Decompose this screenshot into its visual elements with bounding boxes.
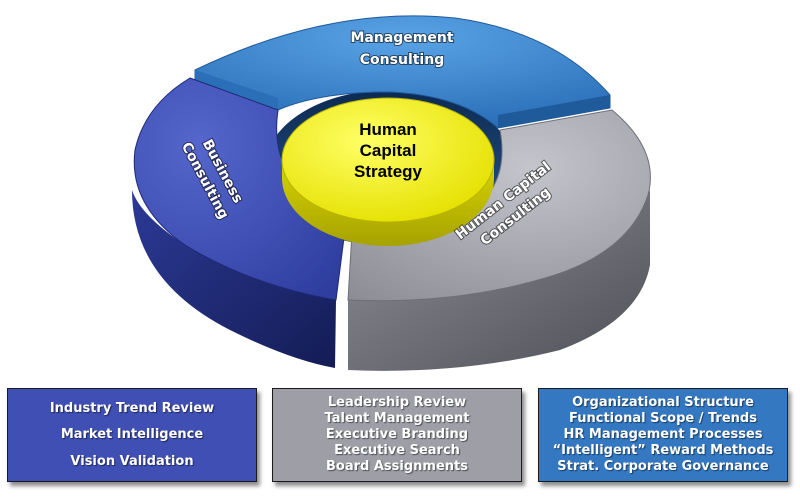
human-capital-item: Executive Branding (325, 427, 469, 442)
hub-label-line2: Capital (360, 141, 417, 160)
segment-human-capital-side (348, 190, 650, 371)
human-capital-item: Talent Management (324, 411, 470, 426)
human-capital-services-box: Leadership Review Talent Management Exec… (272, 388, 522, 482)
human-capital-item: Executive Search (334, 443, 460, 458)
segment-management-rim (498, 95, 610, 128)
management-item: Organizational Structure (572, 395, 754, 410)
management-item: HR Management Processes (563, 427, 763, 442)
management-label-line1: Management (350, 30, 453, 46)
human-capital-item: Leadership Review (327, 395, 467, 410)
management-services-box: Organizational Structure Functional Scop… (538, 388, 788, 482)
hub-top (281, 97, 495, 223)
management-label-line2: Consulting (360, 52, 444, 68)
hub-label-line3: Strategy (354, 162, 423, 181)
consulting-ring-diagram: Management Consulting Business Consultin… (132, 15, 651, 371)
management-item: “Intelligent” Reward Methods (552, 443, 774, 458)
business-item: Market Intelligence (60, 427, 204, 443)
management-item: Functional Scope / Trends (569, 411, 757, 426)
management-item: Strat. Corporate Governance (557, 459, 769, 474)
business-services-box: Industry Trend Review Market Intelligenc… (7, 388, 257, 482)
business-item: Industry Trend Review (49, 400, 215, 416)
segment-management-rim-left (195, 70, 278, 110)
hub-human-capital-strategy (281, 97, 495, 246)
segment-management-top (194, 15, 611, 129)
segment-management-consulting (194, 15, 611, 129)
business-item: Vision Validation (70, 454, 194, 470)
human-capital-item: Board Assignments (326, 459, 468, 474)
hub-label-line1: Human (359, 120, 417, 139)
segment-business-side (132, 190, 336, 368)
